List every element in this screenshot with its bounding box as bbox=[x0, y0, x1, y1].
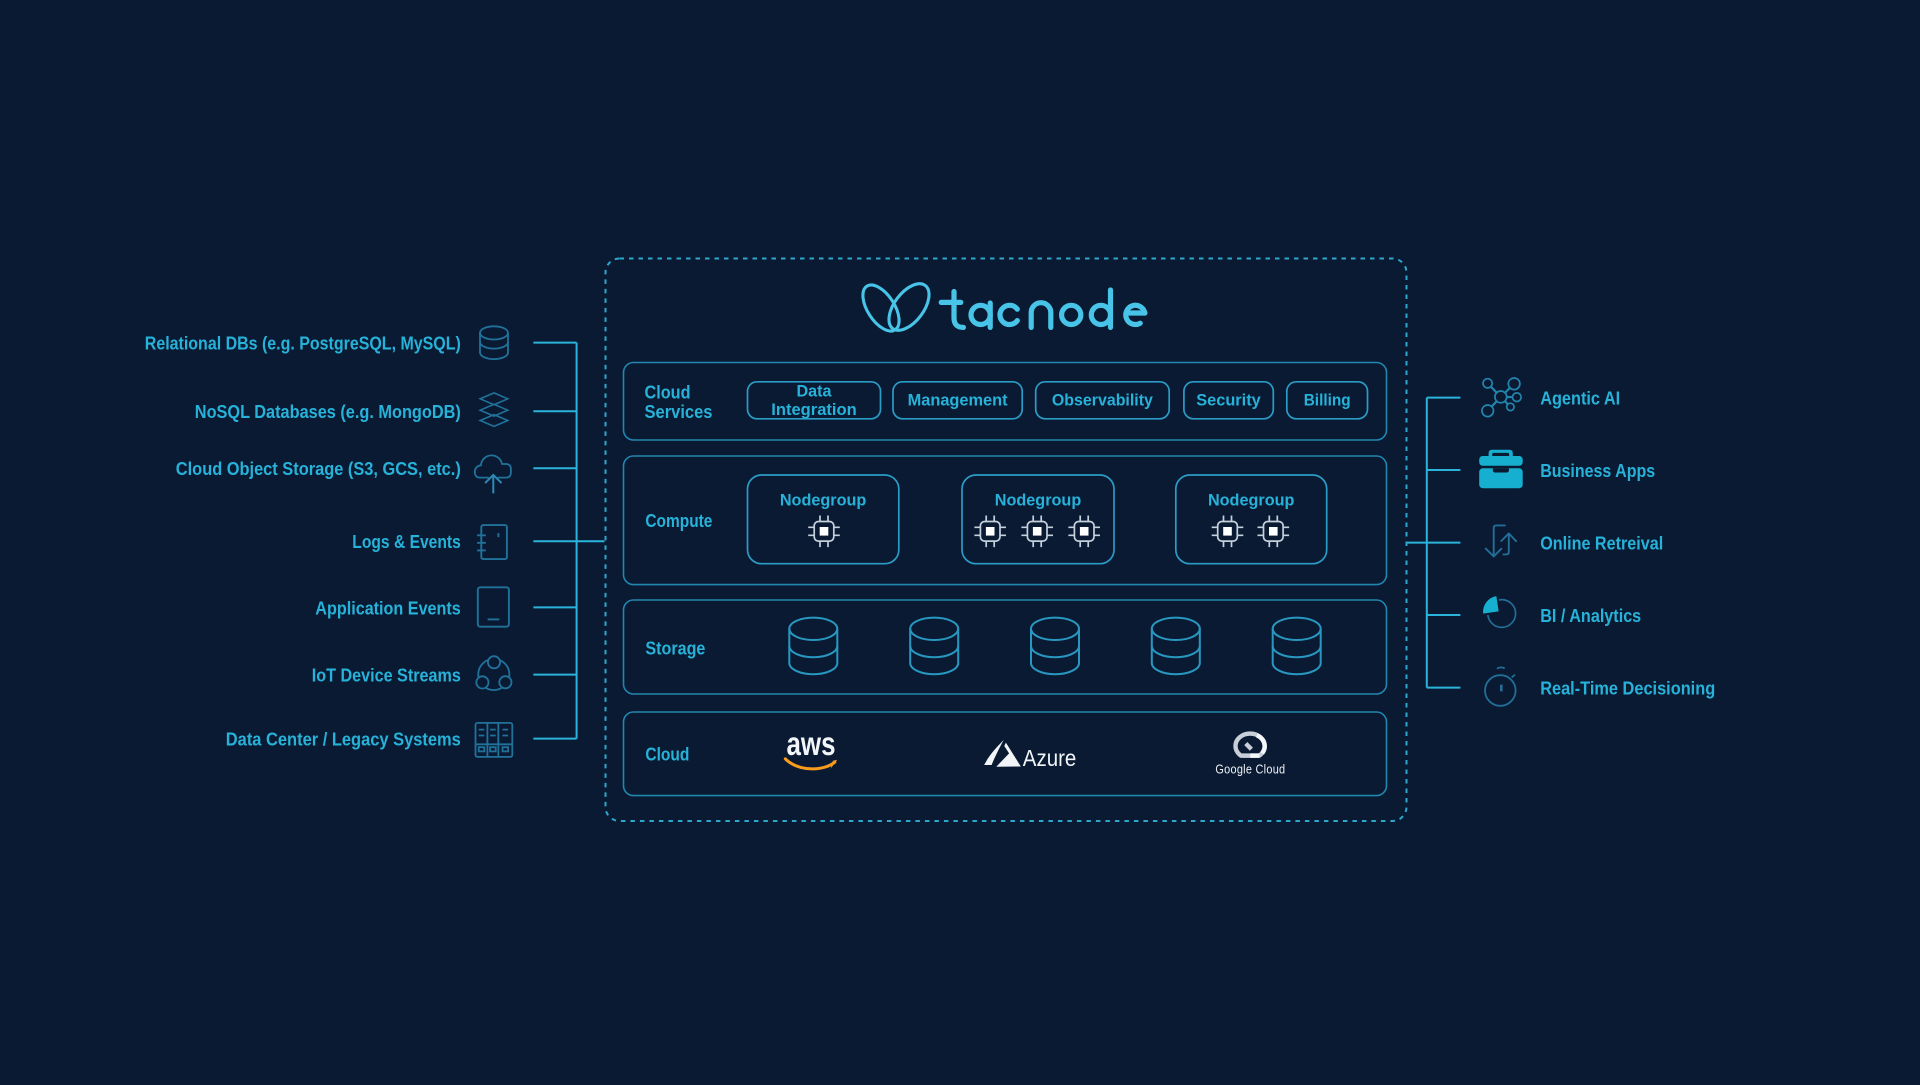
svg-text:Application Events: Application Events bbox=[315, 598, 461, 618]
svg-text:aws: aws bbox=[787, 725, 836, 762]
svg-text:Security: Security bbox=[1196, 392, 1261, 410]
svg-text:Google Cloud: Google Cloud bbox=[1215, 763, 1285, 777]
svg-text:Nodegroup: Nodegroup bbox=[1208, 491, 1295, 510]
svg-text:Relational DBs (e.g. PostgreSQ: Relational DBs (e.g. PostgreSQL, MySQL) bbox=[145, 334, 461, 354]
svg-text:Logs & Events: Logs & Events bbox=[352, 532, 461, 552]
svg-text:NoSQL Databases (e.g. MongoDB): NoSQL Databases (e.g. MongoDB) bbox=[195, 402, 461, 422]
svg-text:BI / Analytics: BI / Analytics bbox=[1540, 606, 1641, 626]
svg-text:Online Retreival: Online Retreival bbox=[1540, 534, 1663, 554]
svg-text:Nodegroup: Nodegroup bbox=[780, 491, 867, 510]
svg-text:Billing: Billing bbox=[1304, 392, 1351, 410]
svg-text:Nodegroup: Nodegroup bbox=[995, 491, 1082, 510]
svg-text:Cloud: Cloud bbox=[645, 382, 691, 403]
svg-text:Cloud Object Storage (S3, GCS,: Cloud Object Storage (S3, GCS, etc.) bbox=[176, 459, 461, 479]
svg-text:Azure: Azure bbox=[1023, 745, 1077, 771]
svg-text:Management: Management bbox=[908, 392, 1008, 410]
svg-text:Data Center / Legacy Systems: Data Center / Legacy Systems bbox=[226, 730, 461, 750]
svg-text:Business Apps: Business Apps bbox=[1540, 461, 1655, 481]
svg-text:Data: Data bbox=[797, 383, 833, 401]
svg-text:IoT Device Streams: IoT Device Streams bbox=[312, 666, 461, 686]
svg-text:Cloud: Cloud bbox=[645, 744, 689, 765]
svg-text:Real-Time Decisioning: Real-Time Decisioning bbox=[1540, 679, 1715, 699]
svg-text:Services: Services bbox=[645, 401, 713, 422]
svg-text:Storage: Storage bbox=[645, 638, 705, 659]
svg-text:Observability: Observability bbox=[1052, 392, 1154, 410]
svg-text:Compute: Compute bbox=[645, 510, 712, 531]
svg-text:Integration: Integration bbox=[771, 401, 856, 419]
svg-text:Agentic AI: Agentic AI bbox=[1540, 389, 1620, 409]
